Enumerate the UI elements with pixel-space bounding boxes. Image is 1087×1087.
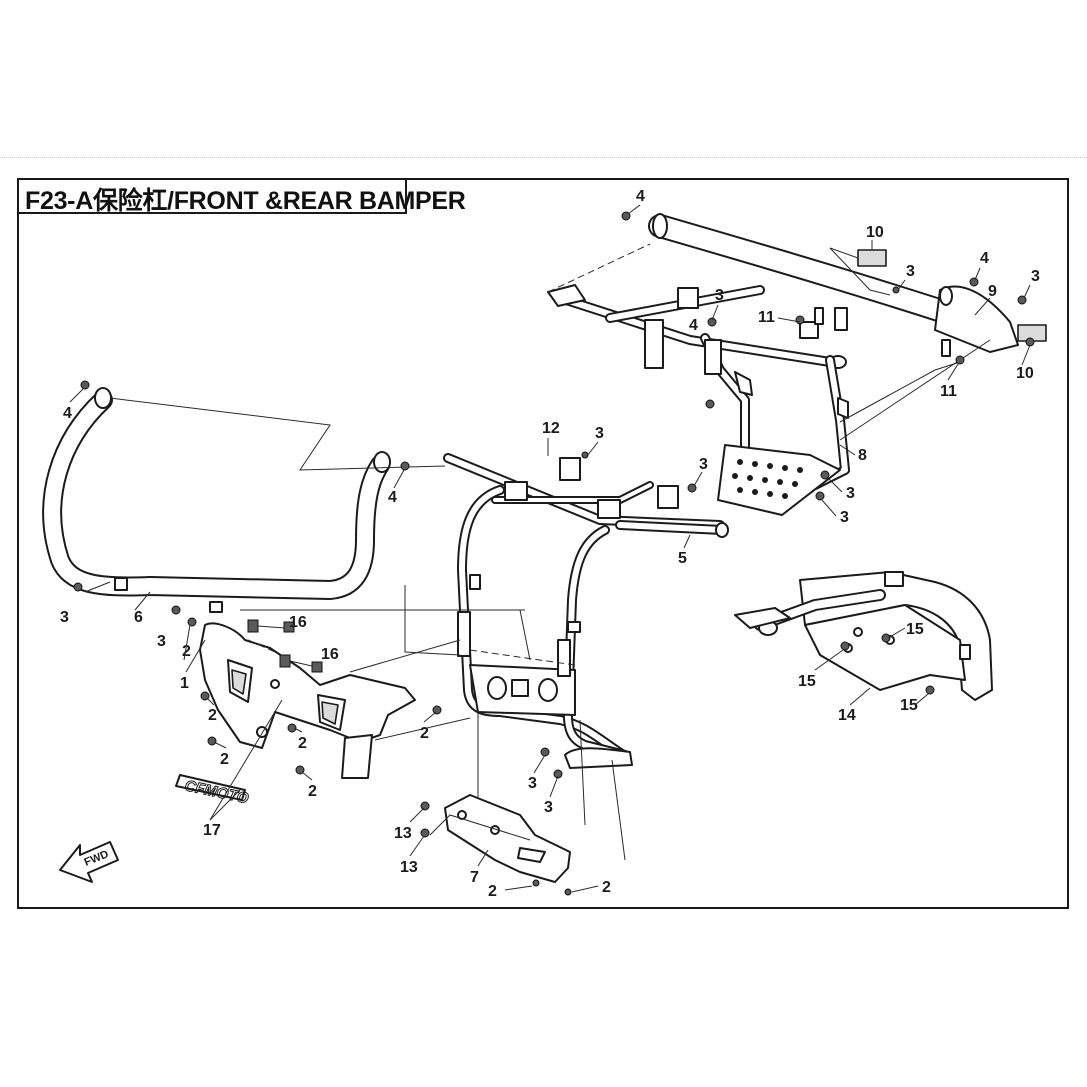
callout-2-skid-left: 2: [488, 883, 497, 900]
callout-2-a: 2: [208, 707, 217, 724]
callout-4-mid: 4: [689, 317, 698, 334]
callout-13-upper: 13: [394, 825, 412, 842]
callout-10-top: 10: [866, 224, 884, 241]
rear-bumper-assembly: [547, 213, 1047, 516]
callout-4-top: 4: [636, 188, 645, 205]
callout-11-upper: 11: [758, 309, 775, 326]
detail-view-side-guard: [734, 571, 993, 701]
callout-3-bracket-lower: 3: [840, 509, 849, 526]
callout-12: 12: [542, 420, 560, 437]
callout-16-upper: 16: [289, 614, 307, 631]
callout-3-left: 3: [60, 609, 69, 626]
callout-5: 5: [678, 550, 687, 567]
callout-10-right: 10: [1016, 365, 1034, 382]
callout-2-cover-top: 2: [182, 643, 191, 660]
callout-17: 17: [203, 822, 221, 839]
mount-tab-lower: [941, 339, 951, 357]
callout-3-mid: 3: [715, 287, 724, 304]
callout-4-left: 4: [63, 405, 72, 422]
page-divider: [0, 157, 1087, 158]
callout-3-right: 3: [1031, 268, 1040, 285]
rear-bumper-bracket: [700, 333, 850, 516]
callout-2-c: 2: [298, 735, 307, 752]
callout-2-e: 2: [420, 725, 429, 742]
callout-leaders: [69, 204, 1031, 893]
callout-9: 9: [988, 283, 997, 300]
callout-3-frame: 3: [699, 456, 708, 473]
front-frame: [240, 453, 729, 861]
callout-7: 7: [470, 869, 479, 886]
front-skid-plate: [429, 794, 571, 883]
callout-2-b: 2: [220, 751, 229, 768]
fwd-direction-arrow: FWD: [59, 841, 119, 883]
diagram-frame: [17, 178, 1069, 909]
callout-15-upper: 15: [906, 621, 924, 638]
callout-8: 8: [858, 447, 867, 464]
bolts-16: [247, 619, 323, 673]
callout-13-lower: 13: [400, 859, 418, 876]
mount-tab-upper: [814, 307, 824, 325]
rear-crossbar: [547, 284, 848, 369]
callout-11-lower: 11: [940, 383, 957, 400]
callout-2-skid-right: 2: [602, 879, 611, 896]
callout-6: 6: [134, 609, 143, 626]
fasteners: [73, 211, 1035, 896]
callout-3-lower-b: 3: [544, 799, 553, 816]
diagram-title: F23-A保险杠/FRONT &REAR BAMPER: [25, 187, 466, 215]
callout-3-cover: 3: [157, 633, 166, 650]
rear-bumper-tube: [648, 213, 1019, 353]
front-bumper-cover: [199, 622, 416, 779]
callout-1: 1: [180, 675, 189, 692]
callout-14: 14: [838, 707, 856, 724]
callout-4-right: 4: [980, 250, 989, 267]
front-bumper-tube: [42, 387, 446, 613]
callout-15-left: 15: [798, 673, 816, 690]
callout-2-d: 2: [308, 783, 317, 800]
callout-3-bracket-upper: 3: [846, 485, 855, 502]
callout-4-bumper: 4: [388, 489, 397, 506]
title-box: F23-A保险杠/FRONT &REAR BAMPER: [17, 178, 466, 215]
rear-pad-left: [857, 249, 887, 267]
callout-3-upper: 3: [595, 425, 604, 442]
skid-plate-holes: [732, 459, 803, 499]
callout-16-lower: 16: [321, 646, 339, 663]
callout-3-lower-a: 3: [528, 775, 537, 792]
callout-labels: 4 10 3 4 3 9 3 4 11 11 10 4 4 12 3 3 8 3…: [60, 188, 1040, 900]
logo-lettering: CFMOTO: [183, 777, 250, 807]
callout-15-lower: 15: [900, 697, 918, 714]
callout-3-top: 3: [906, 263, 915, 280]
